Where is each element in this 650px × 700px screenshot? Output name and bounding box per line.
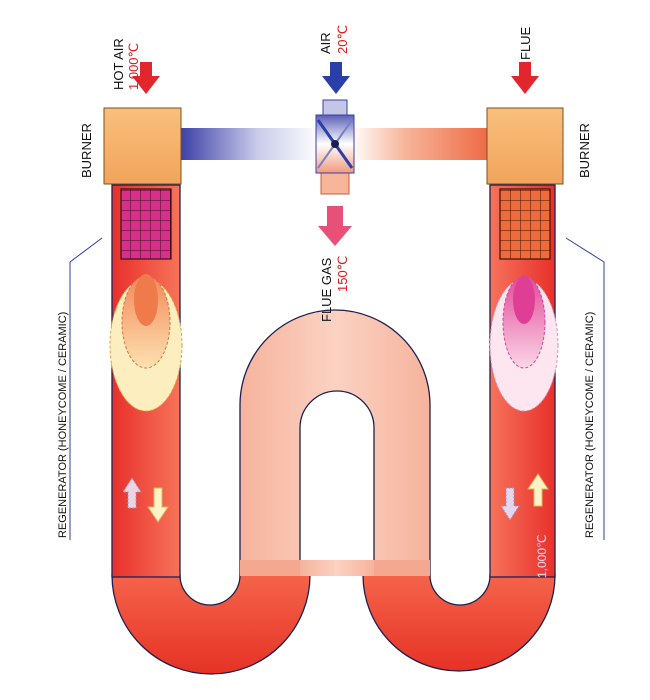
right-burner-label: BURNER: [577, 123, 592, 178]
seam-right: [374, 560, 430, 576]
air-label: AIR: [318, 32, 333, 54]
left-air-duct: [180, 128, 320, 160]
left-flow-arrow-up-icon: [122, 477, 142, 509]
right-flow-arrow-up-icon: [527, 473, 549, 507]
seam-left: [240, 560, 300, 576]
hot-air-label: HOT AIR: [111, 38, 126, 90]
flue-arrow-down-icon: [511, 62, 539, 94]
hot-air-temp-label: 1,000℃: [126, 43, 141, 90]
flue-gas-arrow-down-icon: [318, 206, 352, 246]
four-way-valve: [315, 99, 355, 195]
seam-center: [300, 560, 374, 576]
hot-air-arrow-down-icon: [132, 62, 160, 94]
right-flame: [489, 275, 559, 412]
right-flow-arrow-down-icon: [500, 487, 520, 521]
center-heating-tube: [239, 309, 431, 576]
left-regenerator-leader-line: [69, 237, 103, 540]
bottom-right-u-bend: [362, 574, 556, 672]
air-temp-label: 20℃: [335, 25, 350, 54]
right-regenerator-leader-line: [565, 237, 605, 540]
left-flow-arrow-down-icon: [147, 487, 169, 523]
left-honeycomb-regenerator: [120, 188, 172, 260]
flue-gas-label: FLUE GAS: [319, 257, 334, 322]
left-burner-box: [103, 107, 182, 185]
left-regenerator-label: REGENERATOR (HONEYCOME / CERAMIC): [57, 312, 69, 538]
left-flame: [109, 274, 183, 412]
furnace-temp-label: 1,000℃: [535, 534, 549, 578]
flue-gas-temp-label: 150℃: [335, 256, 350, 292]
right-burner-box: [486, 107, 564, 185]
bottom-left-u-bend: [111, 574, 311, 675]
right-regenerator-label: REGENERATOR (HONEYCOME / CERAMIC): [584, 312, 596, 538]
air-arrow-down-icon: [322, 62, 350, 94]
right-flue-duct: [350, 128, 488, 160]
flue-label: FLUE: [518, 26, 533, 60]
right-honeycomb-regenerator: [499, 188, 551, 260]
left-burner-label: BURNER: [79, 123, 94, 178]
